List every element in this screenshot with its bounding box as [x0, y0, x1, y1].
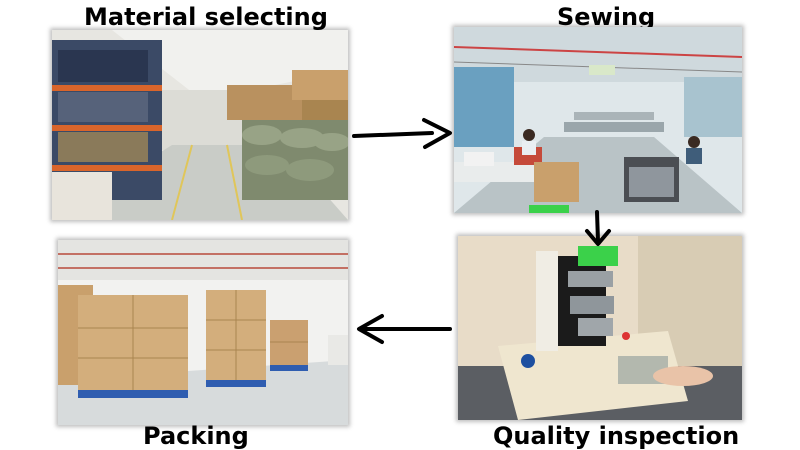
stage-label-packing: Packing	[143, 422, 249, 450]
photo-sewing-workshop	[454, 27, 742, 213]
photo-packing-cartons	[58, 240, 348, 425]
arrow-down-icon	[595, 210, 600, 243]
stage-label-sewing: Sewing	[557, 3, 656, 31]
arrow-quality-to-packing	[357, 314, 452, 344]
arrow-material-to-sewing	[352, 118, 452, 149]
stage-label-quality: Quality inspection	[493, 422, 740, 450]
photo-quality-tester	[458, 236, 742, 420]
photo-material-warehouse	[52, 30, 348, 220]
arrow-sewing-to-quality	[585, 210, 611, 246]
arrow-right-icon	[352, 131, 434, 138]
stage-label-material: Material selecting	[84, 3, 328, 31]
